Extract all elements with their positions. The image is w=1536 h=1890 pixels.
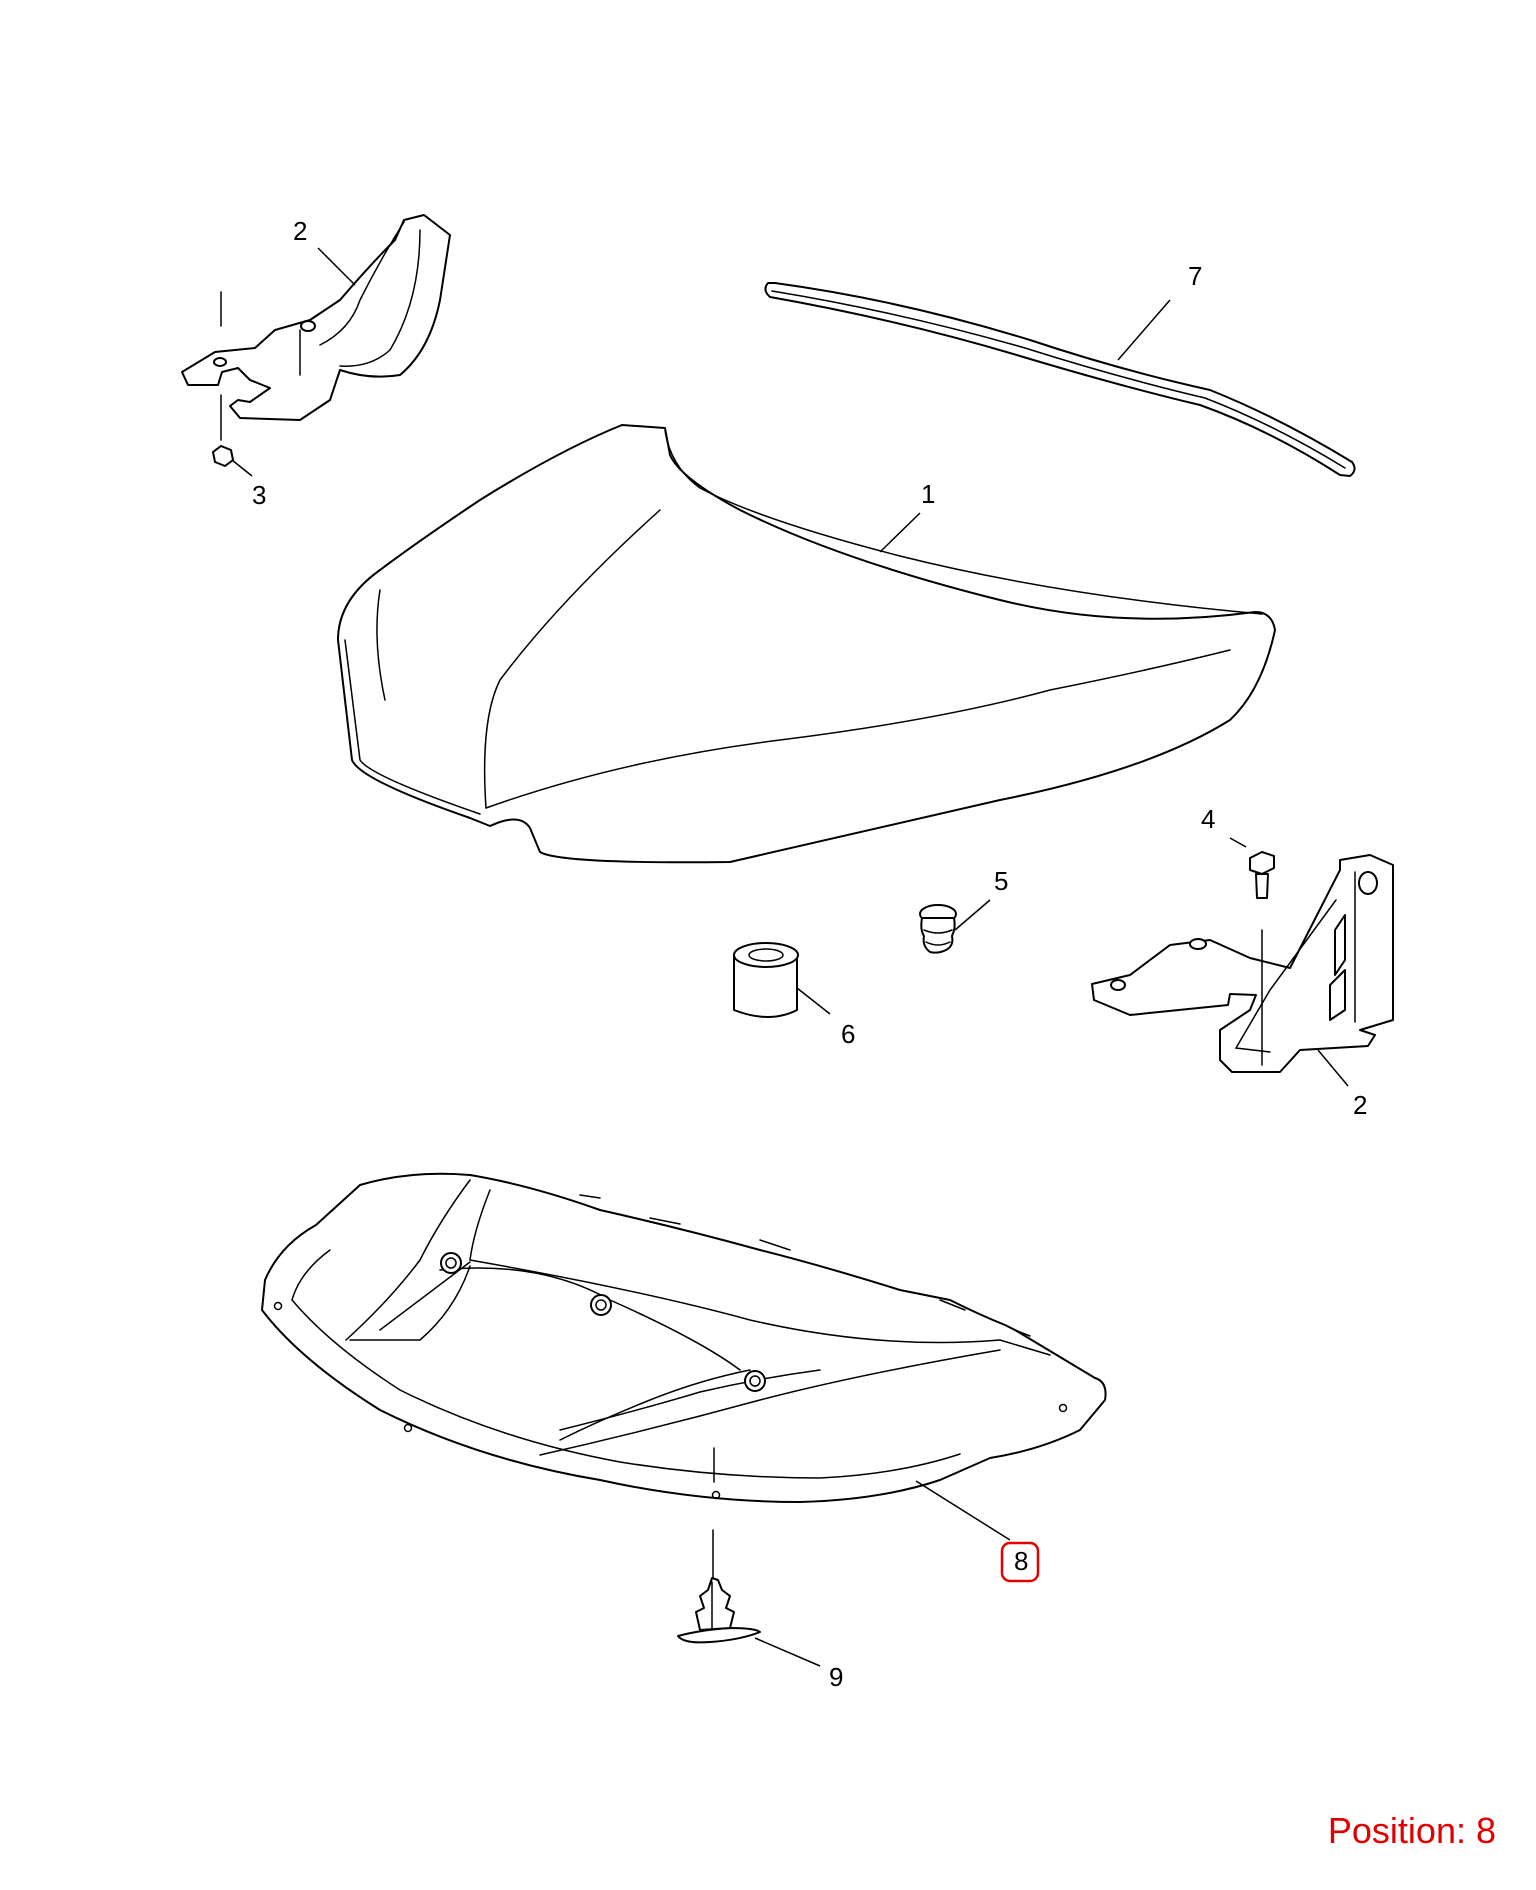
hood-panel: [337, 424, 1276, 864]
hood-hinge-right: [1091, 854, 1394, 1073]
spacer-callout[interactable]: 6: [841, 1019, 855, 1049]
hinge-right-leader: [1317, 1049, 1349, 1087]
hood-seal: [764, 282, 1356, 477]
bolt-leader: [1229, 837, 1247, 848]
hood-callout[interactable]: 1: [921, 479, 935, 509]
clip-callout[interactable]: 9: [829, 1662, 843, 1692]
position-indicator: Position: 8: [1327, 1810, 1496, 1851]
hinge-right-callout[interactable]: 2: [1353, 1090, 1367, 1120]
seal-callout[interactable]: 7: [1188, 261, 1202, 291]
clip-leader: [754, 1637, 821, 1667]
nut-callout[interactable]: 3: [252, 480, 266, 510]
hood-hinge-left: [181, 214, 451, 441]
bump-stop-leader: [954, 899, 991, 931]
hood-insulator: [261, 1172, 1107, 1503]
callout-labels: 1 2 2 3 4 5 6 7 8 9: [252, 216, 1367, 1692]
hinge-left-callout[interactable]: 2: [293, 216, 307, 246]
bolt-callout[interactable]: 4: [1201, 804, 1215, 834]
selected-callout-highlight: [1000, 1541, 1040, 1583]
hood-leader: [879, 512, 921, 553]
spacer-leader: [796, 987, 831, 1015]
push-clip: [677, 1529, 761, 1644]
bump-stop: [919, 904, 957, 954]
bolt: [1249, 851, 1275, 899]
bump-stop-callout[interactable]: 5: [994, 866, 1008, 896]
hinge-left-leader: [317, 247, 356, 286]
seal-leader: [1117, 299, 1171, 361]
spacer-sleeve: [733, 942, 799, 1018]
insulator-leader: [915, 1480, 1011, 1541]
nut: [212, 445, 234, 467]
leader-lines: [231, 247, 1349, 1667]
insulator-callout[interactable]: 8: [1014, 1546, 1028, 1576]
nut-leader: [231, 459, 253, 477]
